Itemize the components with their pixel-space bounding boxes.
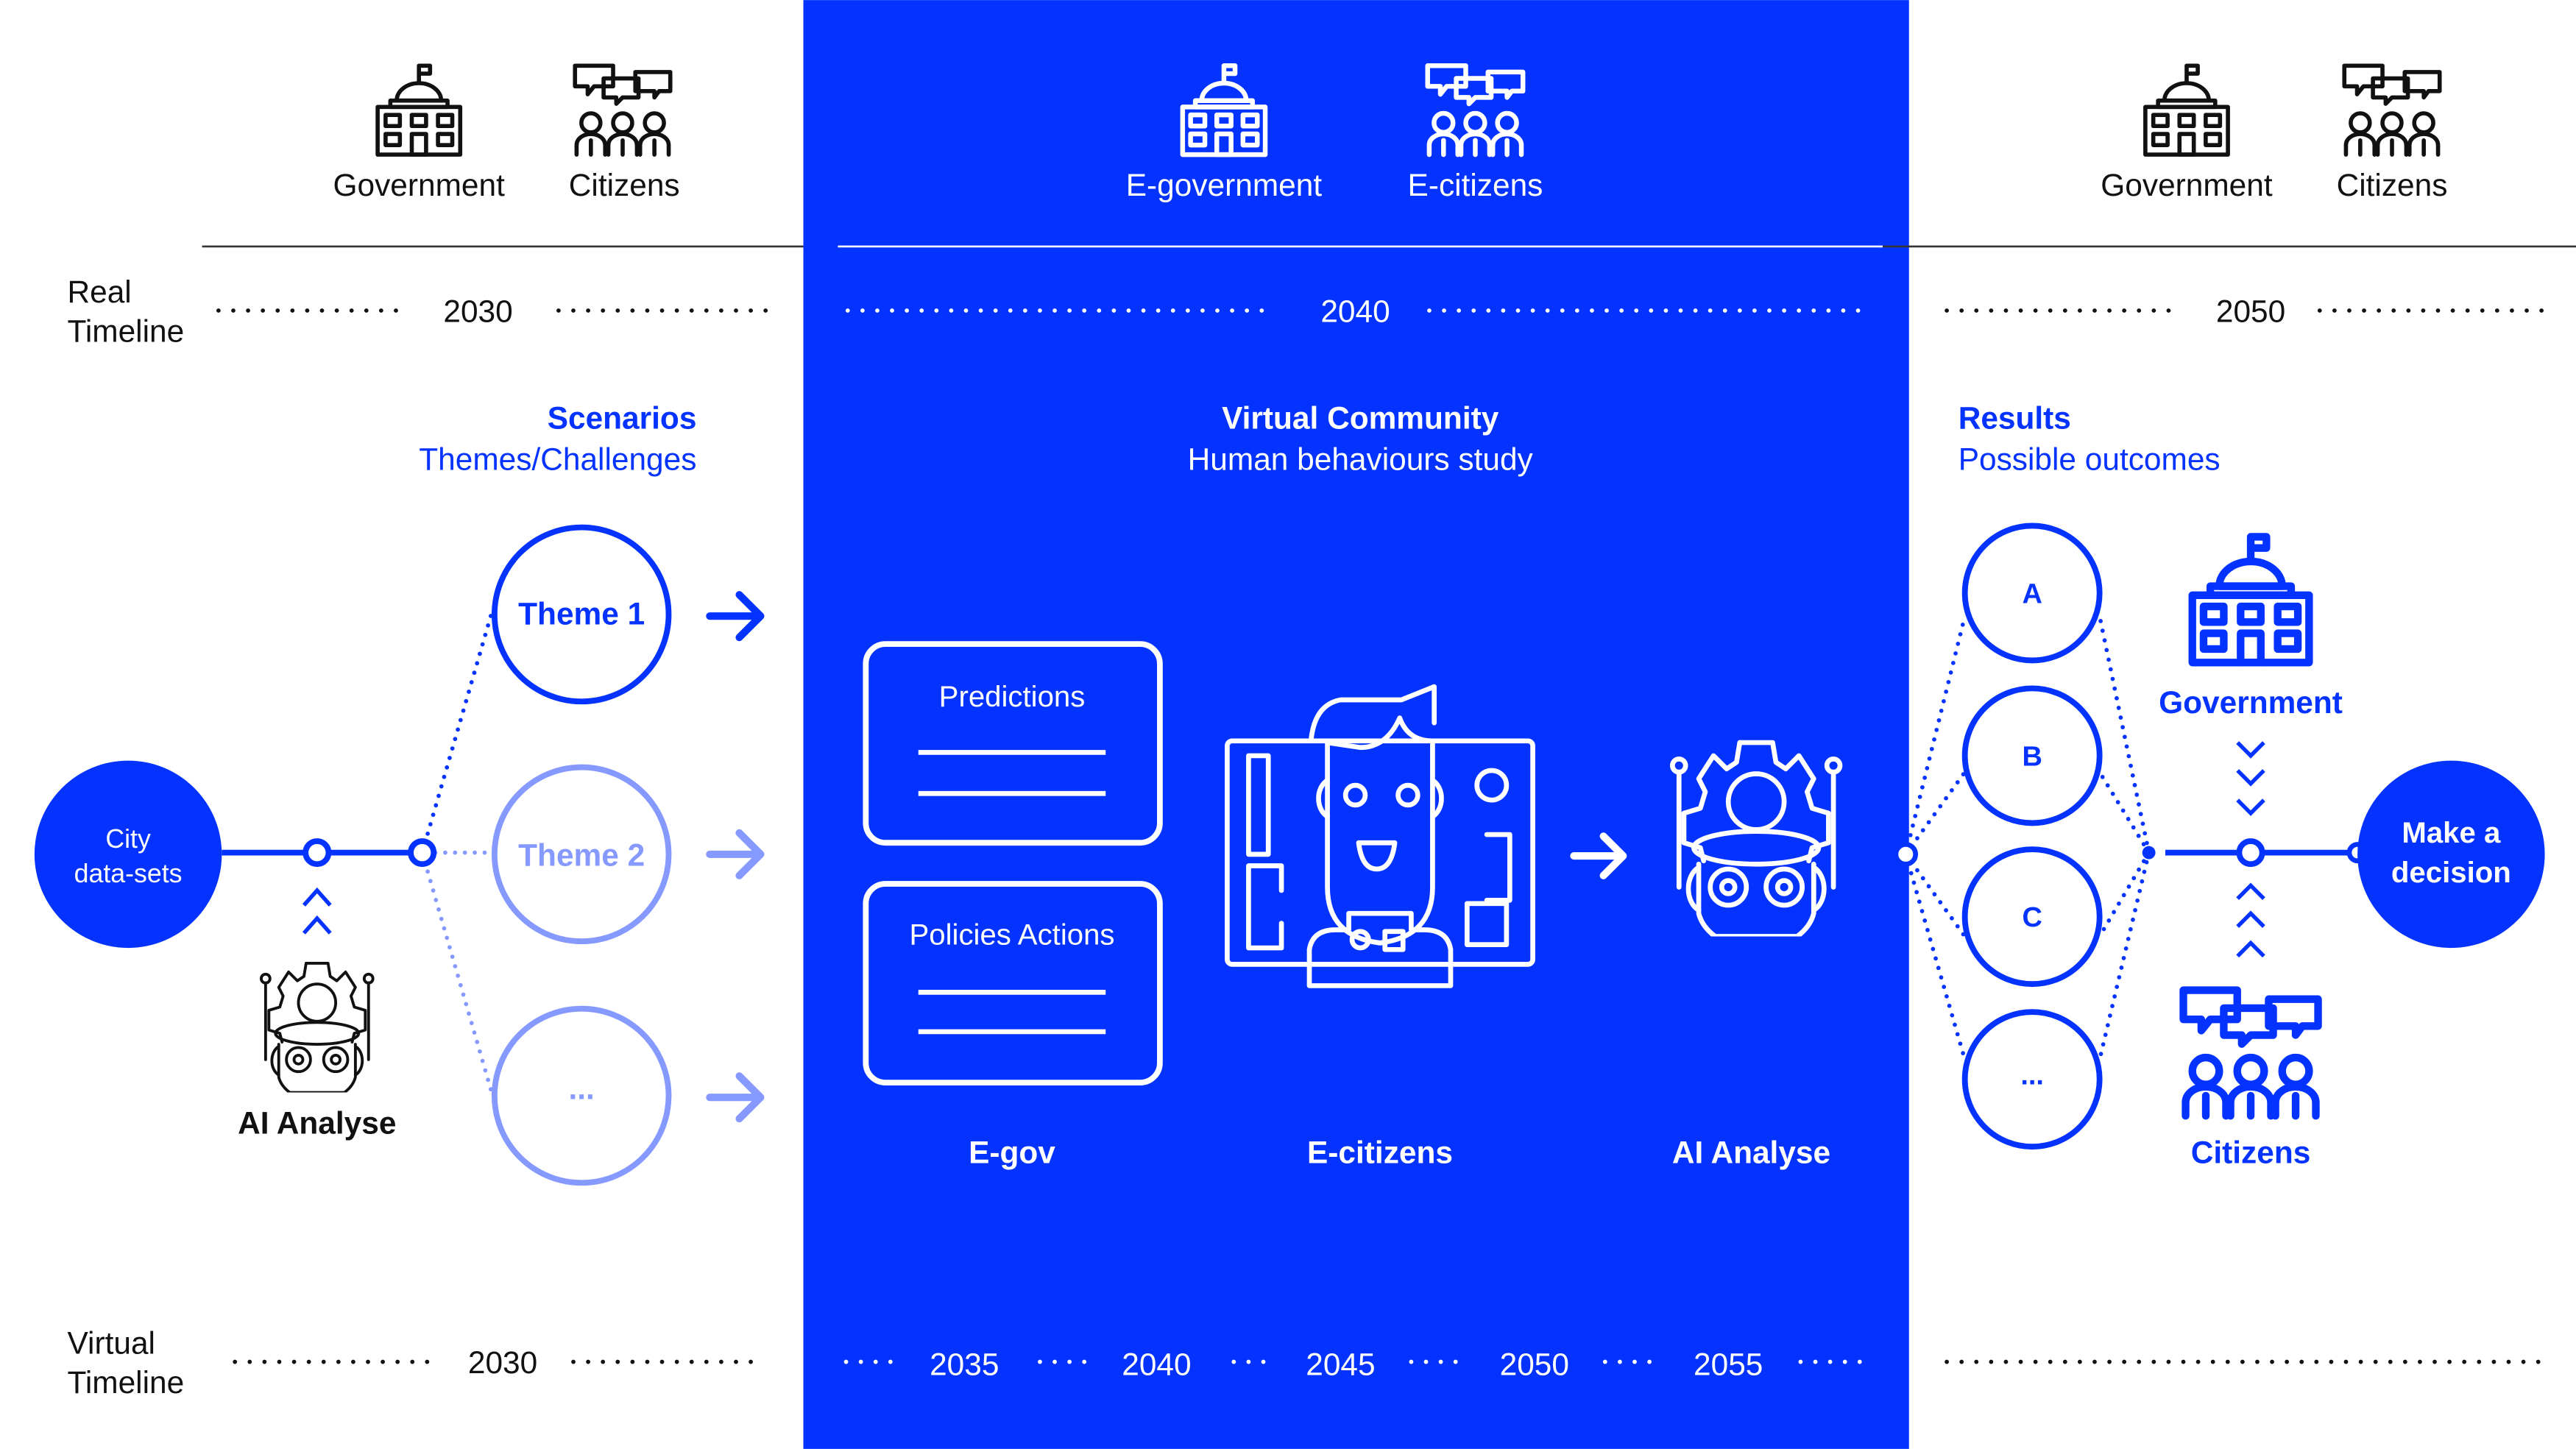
real-year-2040: 2040 bbox=[1320, 294, 1390, 329]
outcome-c-label: C bbox=[2022, 902, 2042, 933]
arrow-right-icon bbox=[706, 829, 765, 879]
make-decision-node[interactable]: Make a decision bbox=[2357, 760, 2545, 949]
scenarios-section: Scenarios Themes/Challenges City AI Anal… bbox=[34, 401, 765, 1186]
virtual-timeline: Virtual Timeline 2030 2035 2040 2045 205… bbox=[68, 1325, 2549, 1400]
decision-label-2: decision bbox=[2391, 856, 2511, 889]
theme-more-label: ... bbox=[568, 1071, 594, 1105]
ai-analyse-label: AI Analyse bbox=[1672, 1135, 1830, 1169]
header-citizens-label: Citizens bbox=[569, 168, 680, 202]
outcome-more-label: ... bbox=[2020, 1060, 2044, 1091]
outcome-a[interactable]: A bbox=[1961, 522, 2103, 664]
e-gov-label: E-gov bbox=[969, 1135, 1055, 1169]
citizens-icon bbox=[2184, 991, 2318, 1116]
government-icon bbox=[2193, 536, 2310, 662]
header-left: Government Citizens bbox=[333, 65, 680, 202]
outcome-c[interactable]: C bbox=[1961, 846, 2103, 988]
header-government-label: Government bbox=[333, 168, 506, 202]
government-icon bbox=[2145, 65, 2228, 155]
virtual-year: 2040 bbox=[1122, 1347, 1191, 1381]
citizens-icon bbox=[2344, 65, 2439, 155]
real-timeline-label-1: Real bbox=[68, 274, 132, 309]
real-timeline-label-2: Timeline bbox=[68, 313, 185, 348]
theme-1[interactable]: Theme 1 bbox=[491, 524, 765, 705]
ai-analyse-label: AI Analyse bbox=[238, 1105, 396, 1140]
virtual-year: 2055 bbox=[1694, 1347, 1763, 1381]
header-right: Government Citizens bbox=[2101, 65, 2447, 202]
results-citizens-label: Citizens bbox=[2191, 1135, 2311, 1169]
results-subtitle: Possible outcomes bbox=[1958, 442, 2221, 477]
e-citizen-avatar-icon bbox=[1225, 684, 1535, 988]
header-center: E-government E-citizens bbox=[1126, 65, 1543, 202]
arrow-right-icon bbox=[706, 1072, 765, 1123]
outcome-more[interactable]: ... bbox=[1961, 1009, 2103, 1150]
timeline-node bbox=[302, 838, 332, 868]
virtual-community-title: Virtual Community bbox=[1222, 401, 1499, 436]
arrow-right-icon bbox=[706, 591, 765, 642]
virtual-year-2030: 2030 bbox=[468, 1345, 537, 1380]
city-label: City bbox=[105, 824, 151, 854]
virtual-year: 2045 bbox=[1306, 1347, 1375, 1381]
e-citizens-label: E-citizens bbox=[1307, 1135, 1453, 1169]
timeline-node bbox=[1893, 842, 1919, 867]
chevron-up-icon bbox=[2236, 882, 2265, 958]
real-timeline: Real Timeline 2030 2040 2050 bbox=[68, 274, 2549, 348]
data-sets-label: data-sets bbox=[74, 859, 183, 888]
theme-1-label: Theme 1 bbox=[518, 596, 645, 631]
chevron-up-icon bbox=[302, 887, 332, 935]
theme-more[interactable]: ... bbox=[491, 1005, 765, 1186]
government-icon bbox=[378, 65, 460, 155]
timeline-node bbox=[408, 838, 437, 868]
chevron-down-icon bbox=[2236, 741, 2265, 816]
decision-label-1: Make a bbox=[2402, 816, 2501, 849]
predictions-label: Predictions bbox=[939, 680, 1086, 713]
outcome-b-label: B bbox=[2022, 741, 2042, 772]
virtual-year: 2035 bbox=[930, 1347, 999, 1381]
policies-actions-box: Policies Actions bbox=[863, 881, 1163, 1086]
theme-2[interactable]: Theme 2 bbox=[491, 764, 765, 945]
virtual-timeline-label-2: Timeline bbox=[68, 1365, 185, 1400]
timeline-node bbox=[2236, 838, 2265, 868]
virtual-community-panel bbox=[803, 0, 1909, 1449]
real-year-2050: 2050 bbox=[2216, 294, 2285, 329]
scenarios-subtitle: Themes/Challenges bbox=[419, 442, 696, 477]
header-government-label: Government bbox=[2101, 168, 2273, 202]
results-title: Results bbox=[1958, 401, 2071, 436]
policies-actions-label: Policies Actions bbox=[909, 918, 1114, 952]
arrow-right-icon bbox=[1570, 832, 1627, 879]
real-year-2030: 2030 bbox=[443, 294, 512, 329]
virtual-community-subtitle: Human behaviours study bbox=[1188, 442, 1534, 477]
virtual-year: 2050 bbox=[1500, 1347, 1569, 1381]
scenarios-title: Scenarios bbox=[548, 401, 697, 436]
citizens-icon bbox=[575, 65, 670, 155]
virtual-community-section: Virtual Community Human behaviours study… bbox=[863, 401, 1840, 1169]
ai-robot-icon bbox=[259, 961, 375, 1093]
virtual-timeline-label-1: Virtual bbox=[68, 1325, 155, 1360]
header-e-government-label: E-government bbox=[1126, 168, 1323, 202]
results-government-label: Government bbox=[2159, 685, 2343, 720]
outcome-b[interactable]: B bbox=[1961, 685, 2103, 826]
predictions-box: Predictions bbox=[863, 641, 1163, 846]
outcome-a-label: A bbox=[2022, 578, 2042, 609]
theme-2-label: Theme 2 bbox=[518, 837, 645, 872]
results-section: Results Possible outcomes A B C ... Gove… bbox=[1893, 401, 2545, 1169]
header-e-citizens-label: E-citizens bbox=[1408, 168, 1543, 202]
city-data-sets-node bbox=[34, 760, 222, 949]
header-citizens-label: Citizens bbox=[2337, 168, 2448, 202]
